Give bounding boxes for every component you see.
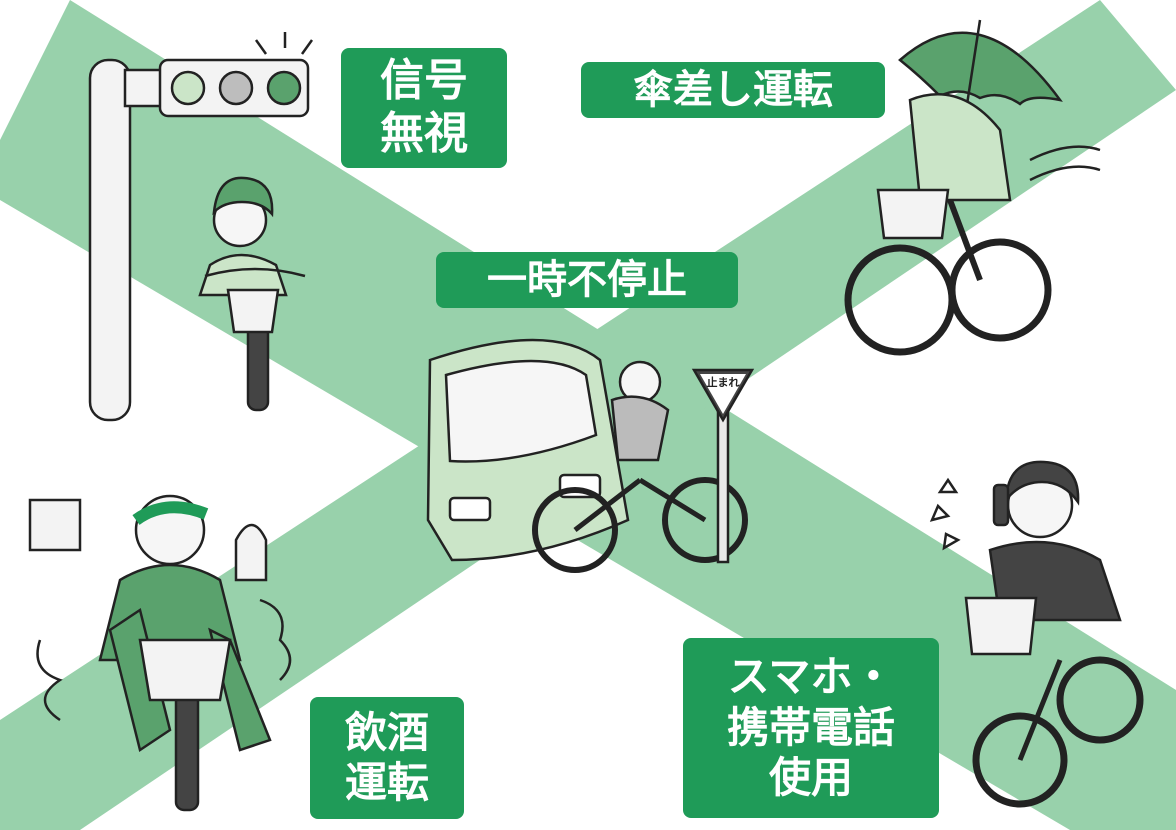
label-drunk-line2: 運転 (344, 758, 429, 807)
label-phone-line1: スマホ・ (727, 652, 895, 702)
car-collision (426, 338, 748, 573)
label-signal-ignoring: 信号 無視 (341, 48, 507, 168)
stop-sign-text: 止まれ (707, 375, 740, 389)
label-umbrella-riding: 傘差し運転 (581, 62, 885, 118)
label-stop-text: 一時不停止 (487, 257, 687, 303)
label-phone-line2: 携帯電話 (726, 702, 895, 752)
signal-green-light (170, 70, 206, 106)
label-umbrella-text: 傘差し運転 (633, 67, 833, 113)
signal-red-light (266, 70, 302, 106)
label-failure-to-stop: 一時不停止 (436, 252, 738, 308)
cyclist-umbrella (844, 19, 1101, 356)
label-drunk-line1: 飲酒 (344, 707, 429, 757)
label-signal-line1: 信号 (380, 55, 468, 107)
label-phone-line3: 使用 (768, 753, 853, 803)
label-phone-use: スマホ・ 携帯電話 使用 (683, 638, 939, 818)
label-drunk-riding: 飲酒 運転 (310, 697, 464, 819)
cyclist-drunk (28, 494, 292, 812)
cyclist-woman (198, 176, 306, 412)
signal-yellow-light (218, 70, 254, 106)
traffic-signal (88, 32, 314, 422)
stop-sign (691, 368, 755, 564)
label-signal-line2: 無視 (380, 108, 468, 159)
cyclist-phone (929, 460, 1144, 808)
